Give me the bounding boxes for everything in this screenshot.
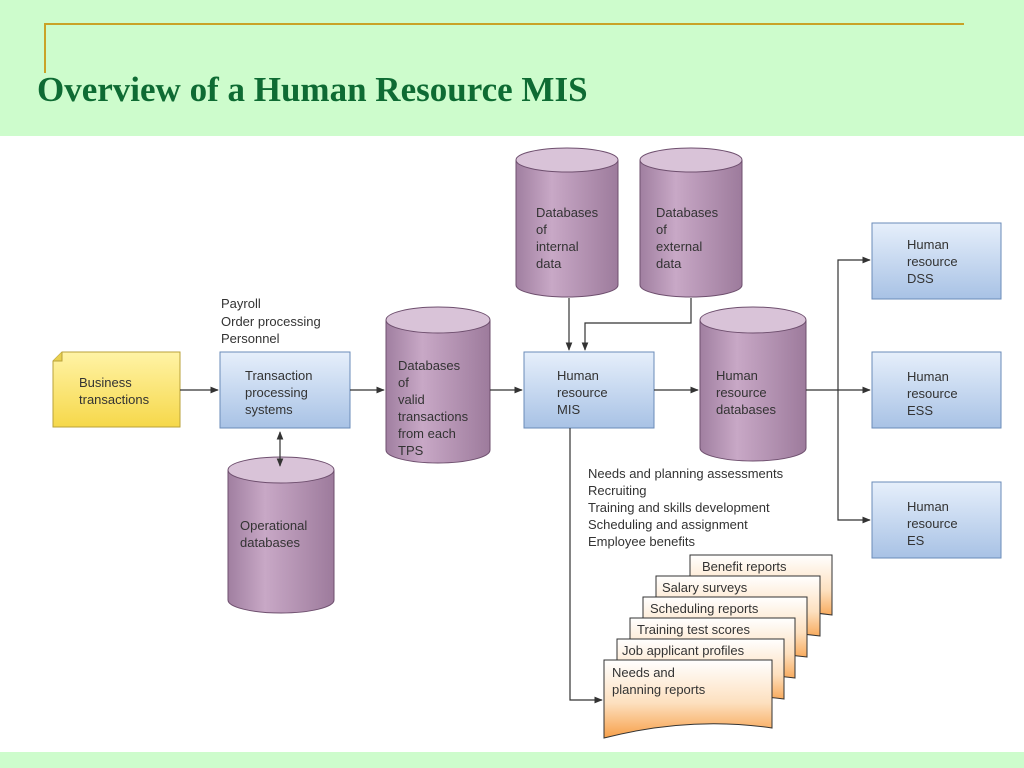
hr-ess-box: Human resource ESS (871, 351, 1002, 429)
hr-db-label-1: Human (716, 368, 758, 383)
slide-title: Overview of a Human Resource MIS (37, 70, 588, 109)
hr-ess-label-3: ESS (907, 403, 933, 418)
hr-subsystems-list: Needs and planning assessments Recruitin… (588, 466, 787, 549)
operational-databases-cylinder: Operational databases (227, 456, 335, 614)
transaction-processing-systems-box: Transaction processing systems (219, 351, 351, 429)
needs-report-label-2: planning reports (612, 682, 706, 697)
arrow-hrdb-to-dss (837, 256, 871, 390)
external-db-label-1: Databases (656, 205, 719, 220)
valid-transactions-db-cylinder: Databases of valid transactions from eac… (385, 306, 491, 464)
svg-text:Human resource ES: Human resource ES (907, 499, 961, 548)
hr-dss-box: Human resource DSS (871, 222, 1002, 300)
svg-text:Human resource dat: Human resource databases (716, 368, 776, 417)
valid-db-label-2: of (398, 375, 409, 390)
svg-text:Needs and planning repor: Needs and planning reports (612, 665, 706, 697)
operational-db-label-1: Operational (240, 518, 307, 533)
arrow-external-to-mis (581, 298, 692, 351)
hr-es-label-1: Human (907, 499, 949, 514)
needs-report-label-1: Needs and (612, 665, 675, 680)
hr-dss-label-2: resource (907, 254, 958, 269)
report-job-applicant-label: Job applicant profiles (622, 643, 745, 658)
hr-databases-cylinder: Human resource databases (699, 306, 807, 462)
valid-db-label-5: from each (398, 426, 456, 441)
internal-db-label-4: data (536, 256, 562, 271)
svg-text:Operational databases: Operational databases (240, 518, 311, 550)
external-data-db-cylinder: Databases of external data (639, 147, 743, 298)
svg-text:Human resource DSS: Human resource DSS (907, 237, 961, 286)
tps-input-order-processing: Order processing (221, 314, 321, 329)
svg-text:Databases of inter: Databases of internal data (536, 205, 602, 271)
external-db-label-4: data (656, 256, 682, 271)
external-db-label-2: of (656, 222, 667, 237)
tps-input-payroll: Payroll (221, 296, 261, 311)
hr-ess-label-1: Human (907, 369, 949, 384)
connectors (180, 256, 871, 704)
svg-text:Databases of exter: Databases of external data (656, 205, 722, 271)
hr-es-box: Human resource ES (871, 481, 1002, 559)
operational-db-label-2: databases (240, 535, 300, 550)
subsystem-scheduling: Scheduling and assignment (588, 517, 748, 532)
svg-text:Human resource MIS: Human resource MIS (557, 368, 611, 417)
diagram-panel (0, 136, 1024, 752)
report-needs-planning: Needs and planning reports (603, 659, 773, 739)
accent-line-horizontal (44, 23, 964, 25)
subsystem-training: Training and skills development (588, 500, 770, 515)
tps-label-2: processing (245, 385, 308, 400)
subsystem-benefits: Employee benefits (588, 534, 695, 549)
internal-db-label-3: internal (536, 239, 579, 254)
accent-line-vertical (44, 23, 46, 73)
hr-dss-label-3: DSS (907, 271, 934, 286)
hr-es-label-3: ES (907, 533, 925, 548)
report-benefit-label: Benefit reports (702, 559, 787, 574)
hr-mis-label-2: resource (557, 385, 608, 400)
tps-label-1: Transaction (245, 368, 312, 383)
tps-input-personnel: Personnel (221, 331, 280, 346)
tps-inputs: Payroll Order processing Personnel (221, 296, 324, 346)
internal-db-label-2: of (536, 222, 547, 237)
report-training-label: Training test scores (637, 622, 750, 637)
arrow-mis-to-reports (569, 428, 603, 704)
svg-text:Transaction processing: Transaction processing systems (245, 368, 316, 417)
hr-mis-label-3: MIS (557, 402, 580, 417)
hr-mis-box: Human resource MIS (523, 351, 655, 429)
valid-db-label-3: valid (398, 392, 425, 407)
business-transactions-note: Business transactions (52, 351, 181, 428)
arrow-hrdb-to-es (837, 390, 871, 524)
business-transactions-label-1: Business (79, 375, 132, 390)
hr-db-label-2: resource (716, 385, 767, 400)
svg-text:Databases of valid: Databases of valid transactions from eac… (398, 358, 472, 458)
external-db-label-3: external (656, 239, 702, 254)
internal-data-db-cylinder: Databases of internal data (515, 147, 619, 298)
business-transactions-label-2: transactions (79, 392, 150, 407)
hr-mis-label-1: Human (557, 368, 599, 383)
internal-db-label-1: Databases (536, 205, 599, 220)
svg-text:Human resource ESS: Human resource ESS (907, 369, 961, 418)
svg-text:Business transactions: Business transactions (79, 375, 150, 407)
valid-db-label-6: TPS (398, 443, 424, 458)
hr-dss-label-1: Human (907, 237, 949, 252)
hr-es-label-2: resource (907, 516, 958, 531)
valid-db-label-4: transactions (398, 409, 469, 424)
tps-label-3: systems (245, 402, 293, 417)
subsystem-recruiting: Recruiting (588, 483, 647, 498)
hr-ess-label-2: resource (907, 386, 958, 401)
valid-db-label-1: Databases (398, 358, 461, 373)
hr-db-label-3: databases (716, 402, 776, 417)
subsystem-needs-planning: Needs and planning assessments (588, 466, 784, 481)
report-scheduling-label: Scheduling reports (650, 601, 759, 616)
report-salary-label: Salary surveys (662, 580, 748, 595)
